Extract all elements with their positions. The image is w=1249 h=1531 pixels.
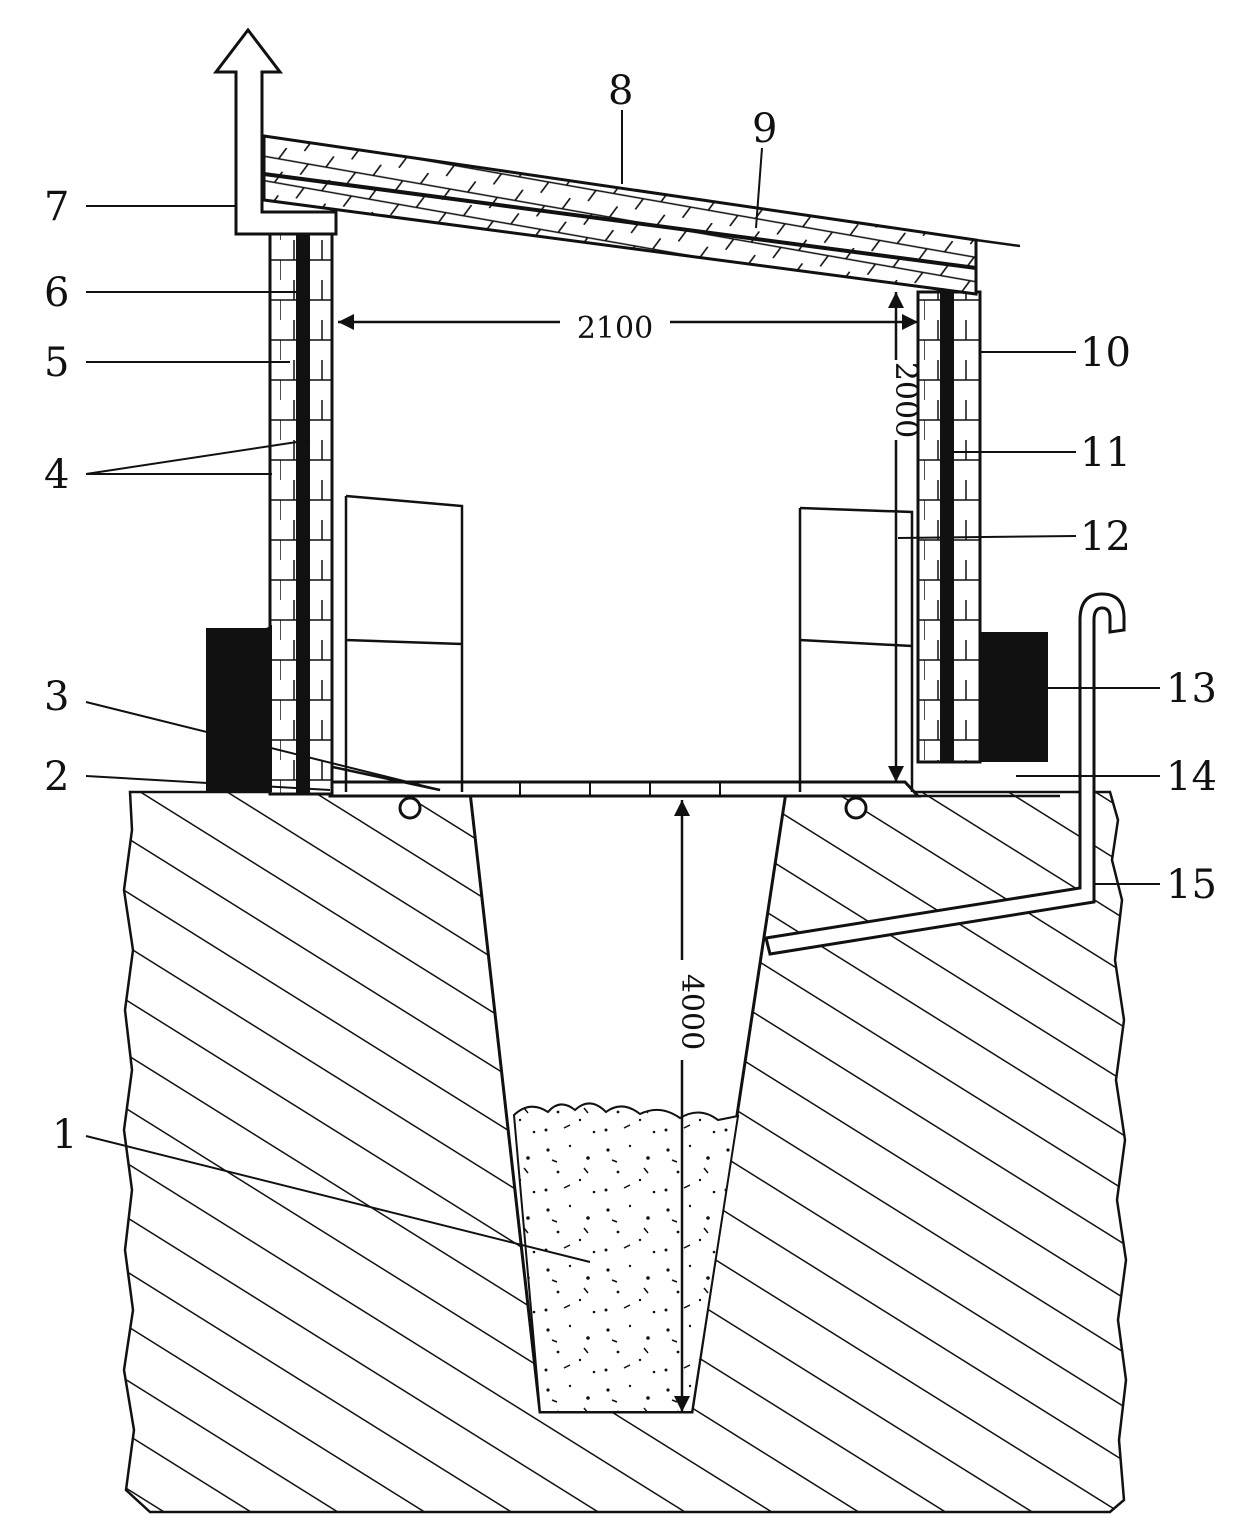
callout-leaders	[85, 110, 1160, 1263]
callout-7: 7	[44, 184, 69, 230]
dim-depth-label: 4000	[674, 974, 709, 1050]
callout-6: 6	[44, 270, 69, 316]
callout-9: 9	[752, 106, 777, 152]
dimension-depth: 4000	[674, 800, 709, 1412]
drain-pipe	[764, 592, 1126, 956]
ring-right	[844, 796, 868, 820]
seat-left	[344, 494, 464, 792]
ground-soil	[122, 790, 1128, 1514]
callout-13: 13	[1166, 666, 1217, 712]
callout-11: 11	[1080, 430, 1131, 476]
callout-5: 5	[44, 340, 69, 386]
callout-8: 8	[608, 68, 633, 114]
dimension-width: 2100	[338, 311, 918, 346]
roof	[262, 134, 978, 296]
left-insulation	[296, 232, 310, 794]
callout-10: 10	[1080, 330, 1131, 376]
callout-1: 1	[52, 1112, 77, 1158]
ring-left	[398, 796, 422, 820]
vent-pipe	[212, 27, 338, 236]
callout-12: 12	[1080, 514, 1131, 560]
dim-width-label: 2100	[577, 311, 653, 346]
seat-right	[798, 506, 914, 792]
right-insulation	[940, 292, 954, 762]
callout-3: 3	[44, 674, 69, 720]
callout-14: 14	[1166, 754, 1217, 800]
callout-2: 2	[44, 754, 69, 800]
dimension-height: 2000	[888, 292, 923, 782]
callout-15: 15	[1166, 862, 1217, 908]
floor-joints	[519, 782, 721, 796]
dim-height-label: 2000	[888, 362, 923, 438]
callout-4: 4	[44, 452, 69, 498]
